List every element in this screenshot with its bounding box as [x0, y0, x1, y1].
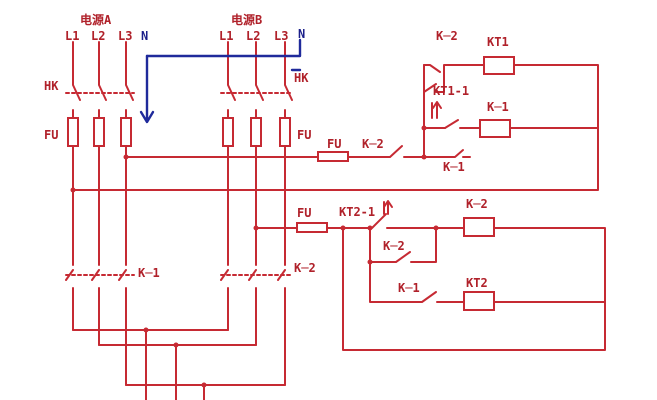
- label-source-b: 电源B: [231, 12, 262, 27]
- control-circuit-upper: [72, 56, 599, 191]
- label-b-l2: L2: [246, 29, 260, 43]
- labels: 电源A 电源B L1 L2 L3 N L1 L2 L3 N HK HK FU F…: [44, 12, 509, 295]
- label-neutral-b: N: [298, 27, 305, 41]
- label-km1-coil: K─1: [487, 100, 509, 114]
- label-neutral-top: N: [141, 29, 148, 43]
- coil-km2: [463, 217, 495, 237]
- coil-kt2: [463, 291, 495, 311]
- fuse-b-l1: [222, 117, 234, 147]
- label-b-l3: L3: [274, 29, 288, 43]
- label-km2-coil: K─2: [466, 197, 488, 211]
- fuse-a-l2: [93, 117, 105, 147]
- label-fu-a: FU: [44, 128, 58, 142]
- label-fu-ctrl-1: FU: [327, 137, 341, 151]
- fuse-ctrl-2: [296, 222, 328, 233]
- fuse-b-l3: [279, 117, 291, 147]
- label-kt2-contact: KT2-1: [339, 205, 375, 219]
- label-kt2-coil: KT2: [466, 276, 488, 290]
- coil-kt1: [483, 56, 515, 75]
- coil-km1: [479, 119, 511, 138]
- label-fu-ctrl-2: FU: [297, 206, 311, 220]
- label-b-l1: L1: [219, 29, 233, 43]
- label-km2-main: K─2: [294, 261, 316, 275]
- label-a-l2: L2: [91, 29, 105, 43]
- output-bus: [72, 327, 286, 400]
- label-km2-series: K─2: [362, 137, 384, 151]
- label-km2-hold: K─2: [383, 239, 405, 253]
- label-hk-a: HK: [44, 79, 59, 93]
- source-b-phases: [220, 41, 294, 386]
- label-a-l3: L3: [118, 29, 132, 43]
- label-hk-b: HK: [294, 71, 309, 85]
- label-fu-b: FU: [297, 128, 311, 142]
- label-km1-ctrl-nc: K─1: [443, 160, 465, 174]
- label-km1-main: K─1: [138, 266, 160, 280]
- label-kt1-contact: KT1-1: [433, 84, 469, 98]
- label-km2-ctrl-top: K─2: [436, 29, 458, 43]
- fuse-b-l2: [250, 117, 262, 147]
- fuse-a-l1: [67, 117, 79, 147]
- fuse-a-l3: [120, 117, 132, 147]
- label-kt1-coil: KT1: [487, 35, 509, 49]
- label-km1-ctrl-lower: K─1: [398, 281, 420, 295]
- neutral-line: [139, 38, 302, 124]
- fuse-ctrl-1: [317, 151, 349, 162]
- source-a-phases: [65, 41, 135, 386]
- label-a-l1: L1: [65, 29, 79, 43]
- label-source-a: 电源A: [80, 12, 112, 27]
- control-circuit-lower: [70, 154, 606, 351]
